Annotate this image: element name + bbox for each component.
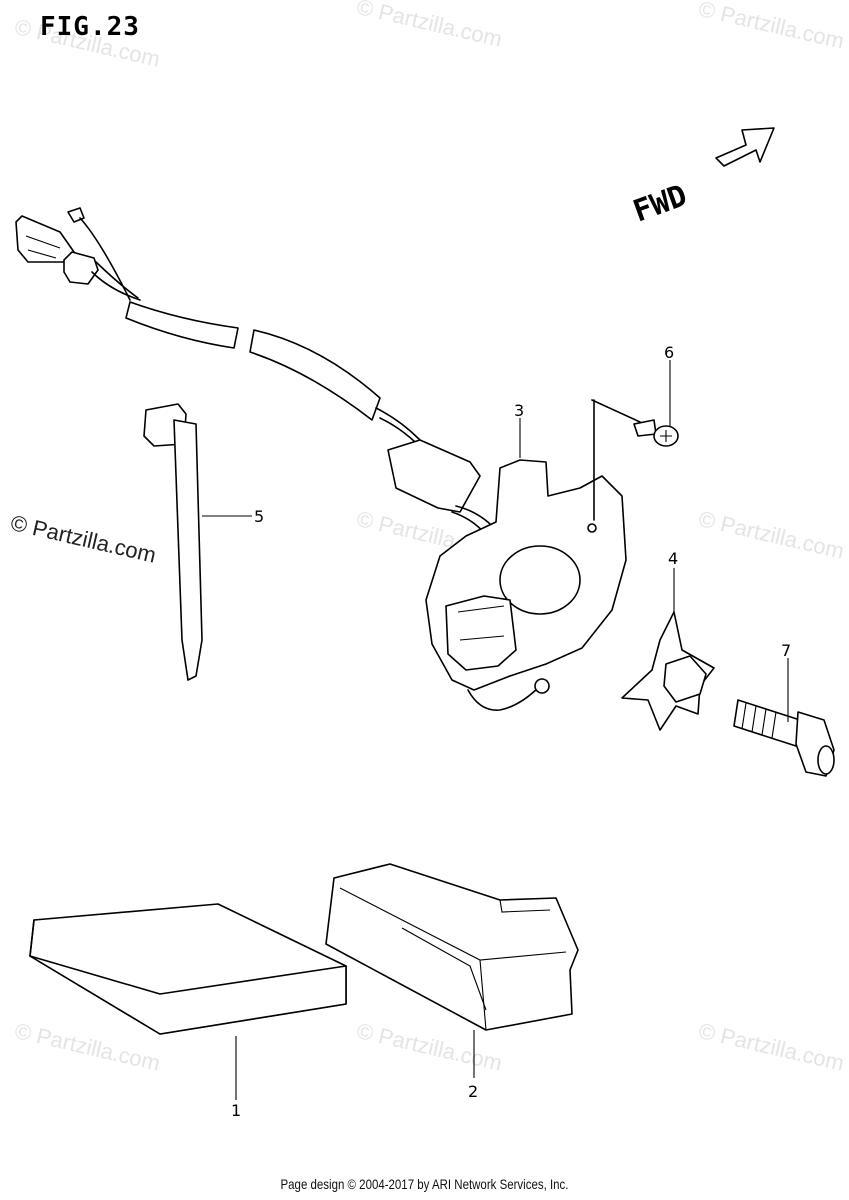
callout-3: 3: [514, 401, 524, 420]
callout-7: 7: [781, 641, 791, 660]
cdi-unit-part-1: [29, 903, 347, 1035]
cover-case-part-2: [325, 863, 579, 1031]
pickup-plate-assembly: [425, 399, 627, 711]
fwd-label: FWD: [629, 178, 692, 229]
callout-2: 2: [468, 1082, 478, 1101]
page-footer: Page design © 2004-2017 by ARI Network S…: [280, 1176, 569, 1192]
rotor-part-4: [621, 611, 715, 731]
callout-leaders: [202, 360, 789, 1100]
callout-1: 1: [231, 1101, 241, 1120]
screw-part-6: [591, 399, 679, 447]
forward-direction-arrow: FWD: [629, 127, 775, 230]
callout-4: 4: [668, 549, 678, 568]
wiring-harness: [15, 207, 497, 605]
cable-tie-part-5: [143, 403, 203, 681]
callout-6: 6: [664, 343, 674, 362]
figure-title: FIG.23: [40, 12, 140, 42]
bolt-part-7: [733, 699, 835, 777]
callout-5: 5: [254, 507, 264, 526]
